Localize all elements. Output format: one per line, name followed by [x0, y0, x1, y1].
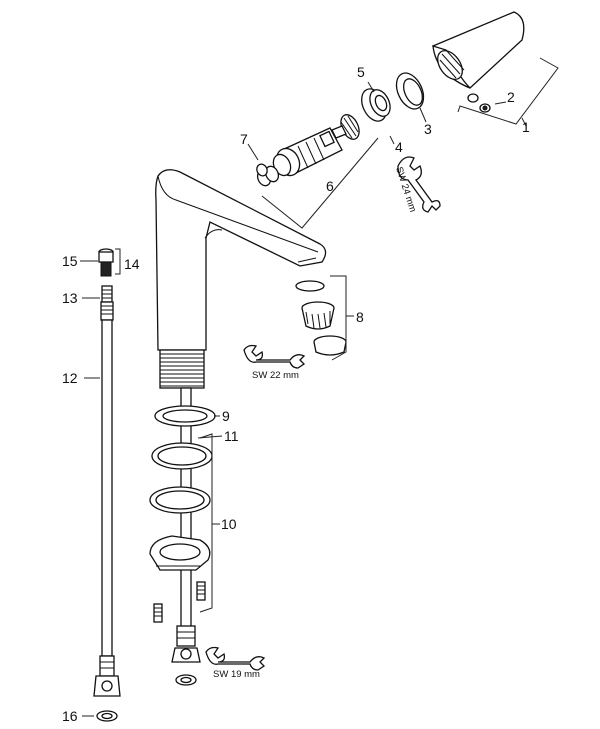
label-part-11: 11	[224, 428, 239, 444]
wrench-size-sw19: SW 19 mm	[213, 669, 260, 680]
label-part-5: 5	[357, 64, 365, 80]
seal-ring	[151, 442, 213, 470]
washer	[154, 405, 216, 427]
label-part-15: 15	[62, 253, 78, 269]
label-part-4: 4	[395, 139, 403, 155]
label-part-10: 10	[221, 516, 237, 532]
label-part-1: 1	[522, 119, 530, 135]
grub-screw	[467, 93, 491, 113]
hose-seal	[96, 710, 118, 722]
label-part-12: 12	[62, 370, 78, 386]
clamping-plate	[149, 535, 211, 571]
aerator	[295, 280, 347, 356]
wrench-sw22-icon	[243, 344, 306, 369]
label-part-16: 16	[62, 708, 78, 724]
cover-ring	[395, 72, 425, 110]
label-part-14: 14	[124, 256, 140, 272]
label-part-6: 6	[326, 178, 334, 194]
faucet-body	[155, 169, 327, 389]
wrench-sw24-icon	[397, 156, 441, 213]
bottom-washer	[175, 674, 197, 686]
o-ring-set	[256, 163, 280, 187]
fixing-screw	[153, 581, 206, 623]
label-part-3: 3	[424, 121, 432, 137]
wrench-sw19-icon	[205, 646, 266, 671]
connection-nut	[171, 625, 201, 663]
label-part-13: 13	[62, 290, 78, 306]
label-part-7: 7	[240, 131, 248, 147]
label-part-8: 8	[356, 309, 364, 325]
label-part-9: 9	[222, 408, 230, 424]
hose-adapter	[98, 248, 114, 277]
cartridge	[272, 114, 360, 177]
label-part-2: 2	[507, 89, 515, 105]
support-ring	[149, 486, 211, 514]
cartridge-nut	[361, 88, 391, 122]
wrench-size-sw22: SW 22 mm	[252, 370, 299, 381]
flexible-hose	[93, 285, 121, 697]
handle-lever	[432, 11, 525, 89]
